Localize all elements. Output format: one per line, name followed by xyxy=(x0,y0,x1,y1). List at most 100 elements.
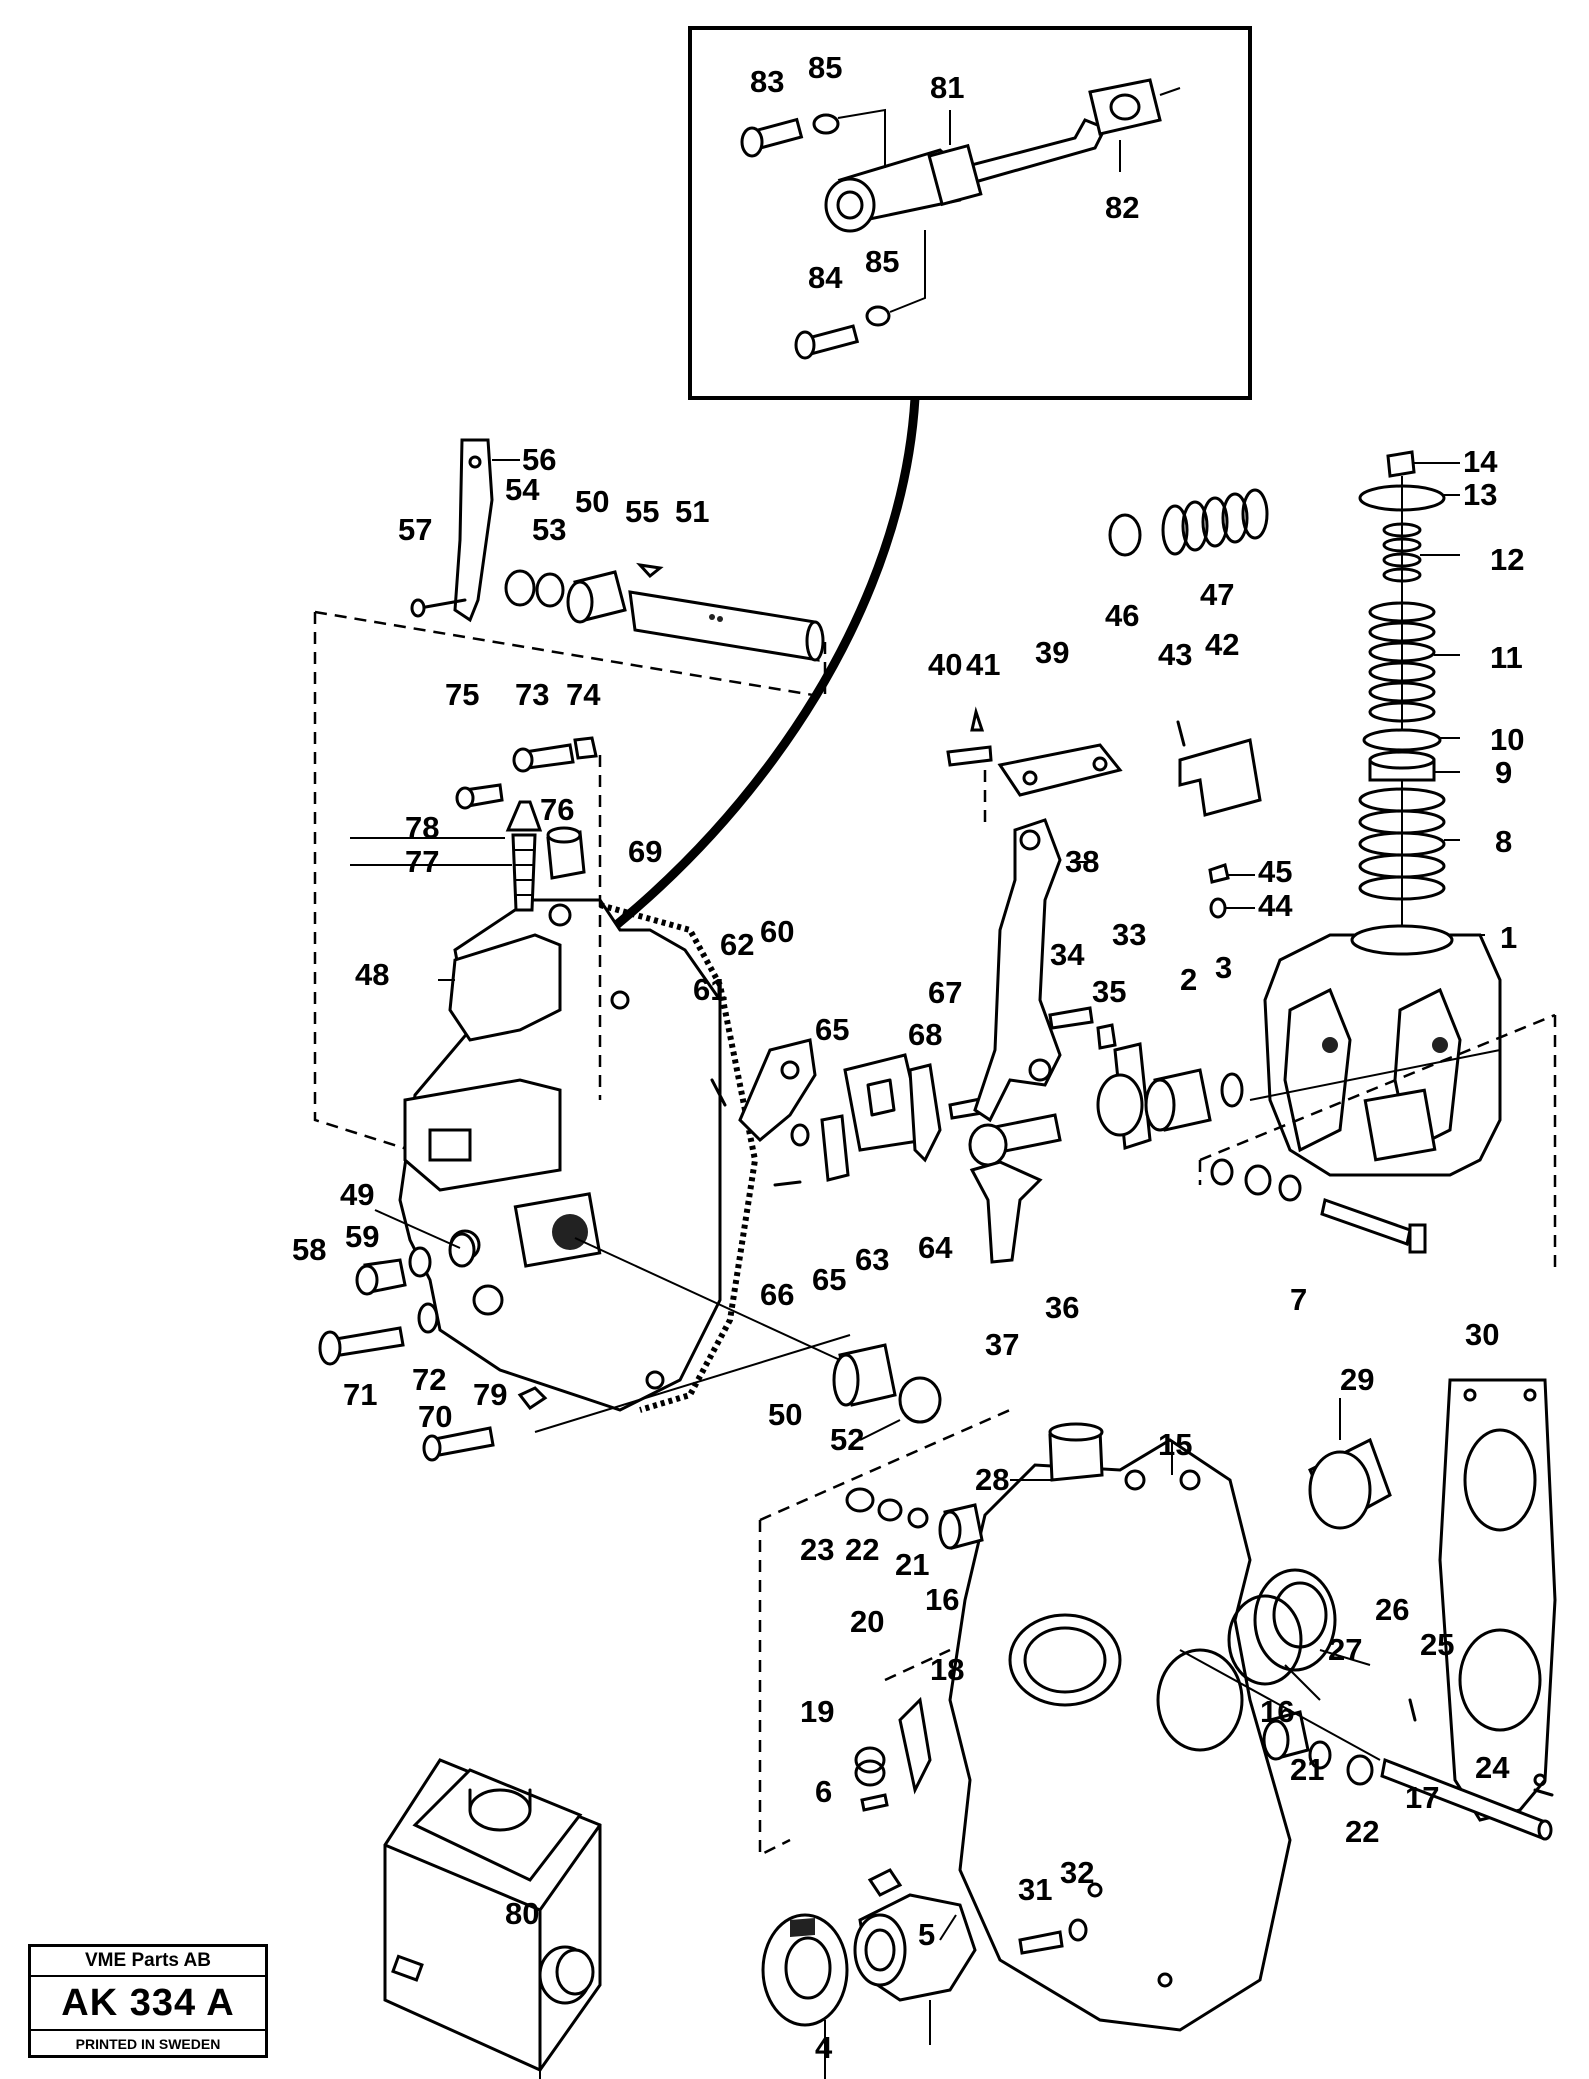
part-56-lever xyxy=(453,438,494,623)
label-5: 5 xyxy=(918,1917,935,1952)
label-22: 22 xyxy=(845,1532,879,1567)
part-27-gasket xyxy=(1227,1594,1303,1686)
label-46: 46 xyxy=(1105,598,1139,633)
part-83-screw xyxy=(740,117,804,158)
part-3-washer xyxy=(1220,1072,1244,1108)
part-52-cap xyxy=(898,1376,942,1424)
part-43-pin xyxy=(1176,720,1186,747)
label-80: 80 xyxy=(505,1896,539,1931)
part-32-washer xyxy=(1068,1918,1088,1942)
label-78: 78 xyxy=(405,810,439,845)
part-53-washer xyxy=(535,572,565,608)
label-31: 31 xyxy=(1018,1872,1052,1907)
part-85-washer-top xyxy=(812,113,840,135)
parts-catalog-stamp: VME Parts AB AK 334 A PRINTED IN SWEDEN xyxy=(28,1944,268,2058)
part-79-plug xyxy=(517,1386,548,1411)
label-67: 67 xyxy=(928,975,962,1010)
label-44: 44 xyxy=(1258,888,1293,923)
label-22b: 22 xyxy=(1345,1814,1379,1849)
label-81: 81 xyxy=(930,70,964,105)
part-42-block xyxy=(1178,738,1262,817)
label-70: 70 xyxy=(418,1399,452,1434)
part-21-washer-right xyxy=(1308,1740,1332,1770)
label-83: 83 xyxy=(750,64,784,99)
stamp-code: AK 334 A xyxy=(31,1977,265,2031)
label-62: 62 xyxy=(720,927,754,962)
label-76: 76 xyxy=(540,792,574,827)
part-46-cup xyxy=(1108,513,1142,557)
label-33: 33 xyxy=(1112,917,1146,952)
label-59: 59 xyxy=(345,1219,379,1254)
label-39: 39 xyxy=(1035,635,1069,670)
part-23-washer xyxy=(845,1487,875,1513)
part-84-screw xyxy=(794,324,860,360)
label-79: 79 xyxy=(473,1377,507,1412)
label-32: 32 xyxy=(1060,1855,1094,1890)
part-11-spring xyxy=(1368,601,1436,723)
label-21: 21 xyxy=(895,1547,929,1582)
upper-shaft-assembly xyxy=(410,438,825,662)
part-22-washer xyxy=(877,1498,903,1522)
label-49: 49 xyxy=(340,1177,374,1212)
label-28: 28 xyxy=(975,1462,1009,1497)
label-75: 75 xyxy=(445,677,479,712)
lower-bushing-parts xyxy=(574,1237,942,1424)
label-71: 71 xyxy=(343,1377,377,1412)
part-35-spring xyxy=(1096,1023,1117,1050)
label-52: 52 xyxy=(830,1422,864,1457)
label-34: 34 xyxy=(1050,937,1085,972)
label-26: 26 xyxy=(1375,1592,1409,1627)
part-22-washer-right xyxy=(1346,1754,1374,1786)
part-8-spring xyxy=(1358,787,1446,901)
label-61: 61 xyxy=(693,972,727,1007)
part-48-housing xyxy=(448,933,562,1042)
label-8: 8 xyxy=(1495,824,1512,859)
part-25-pin xyxy=(1408,1698,1417,1722)
part-74-nut xyxy=(573,736,598,760)
housing-top-fittings xyxy=(455,736,602,1100)
label-17: 17 xyxy=(1405,1780,1439,1815)
part-37-lever xyxy=(969,1160,1043,1264)
label-51: 51 xyxy=(675,494,709,529)
label-25: 25 xyxy=(1420,1627,1454,1662)
label-3: 3 xyxy=(1215,950,1232,985)
label-29: 29 xyxy=(1340,1362,1374,1397)
label-19: 19 xyxy=(800,1694,834,1729)
governor-housing-assembly xyxy=(398,898,759,1413)
label-68: 68 xyxy=(908,1017,942,1052)
label-21b: 21 xyxy=(1290,1752,1324,1787)
label-13: 13 xyxy=(1463,477,1497,512)
part-54-washer xyxy=(504,569,536,607)
part-21-washer xyxy=(907,1507,929,1529)
part-61-pin xyxy=(710,1078,727,1107)
label-72: 72 xyxy=(412,1362,446,1397)
label-42: 42 xyxy=(1205,627,1239,662)
part-14-screw xyxy=(1386,450,1416,478)
part-40-pin xyxy=(946,745,993,767)
label-41: 41 xyxy=(966,647,1000,682)
label-6: 6 xyxy=(815,1774,832,1809)
part-65-plate xyxy=(820,1114,850,1182)
label-73: 73 xyxy=(515,677,549,712)
label-74: 74 xyxy=(566,677,601,712)
label-85: 85 xyxy=(808,50,842,85)
label-55: 55 xyxy=(625,494,659,529)
part-18-lever xyxy=(898,1696,932,1795)
part-10-washer xyxy=(1362,728,1442,752)
label-9: 9 xyxy=(1495,755,1512,790)
label-48: 48 xyxy=(355,957,389,992)
part-72-washer xyxy=(417,1302,439,1334)
part-64-lever xyxy=(908,1063,942,1163)
label-65: 65 xyxy=(815,1012,849,1047)
part-45-clip xyxy=(1208,863,1230,884)
part-49-seal xyxy=(448,1232,476,1268)
label-11: 11 xyxy=(1490,640,1523,675)
part-20-spring xyxy=(854,1746,886,1774)
label-35: 35 xyxy=(1092,974,1126,1009)
part-34-screw xyxy=(1048,1006,1094,1030)
label-40: 40 xyxy=(928,647,962,682)
inset-detail-box xyxy=(688,26,1252,400)
label-47: 47 xyxy=(1200,577,1234,612)
label-15: 15 xyxy=(1158,1427,1192,1462)
